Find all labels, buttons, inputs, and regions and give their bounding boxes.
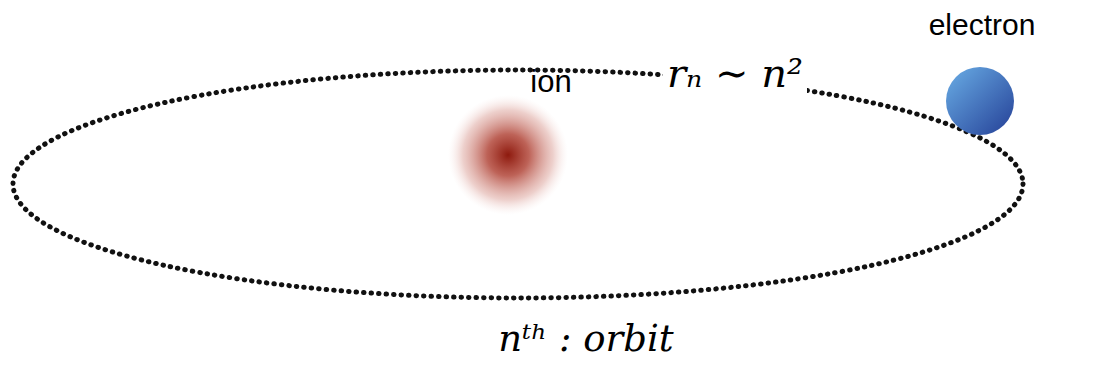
orbit-path bbox=[13, 70, 1023, 298]
radius-formula: rₙ ∼ n² bbox=[663, 50, 807, 96]
orbit-label: nᵗʰ : orbit bbox=[494, 318, 677, 361]
ion-sphere bbox=[448, 95, 568, 215]
electron-sphere bbox=[946, 67, 1014, 135]
particle-label: ion bbox=[530, 64, 571, 100]
particle-label: electron bbox=[929, 8, 1036, 43]
